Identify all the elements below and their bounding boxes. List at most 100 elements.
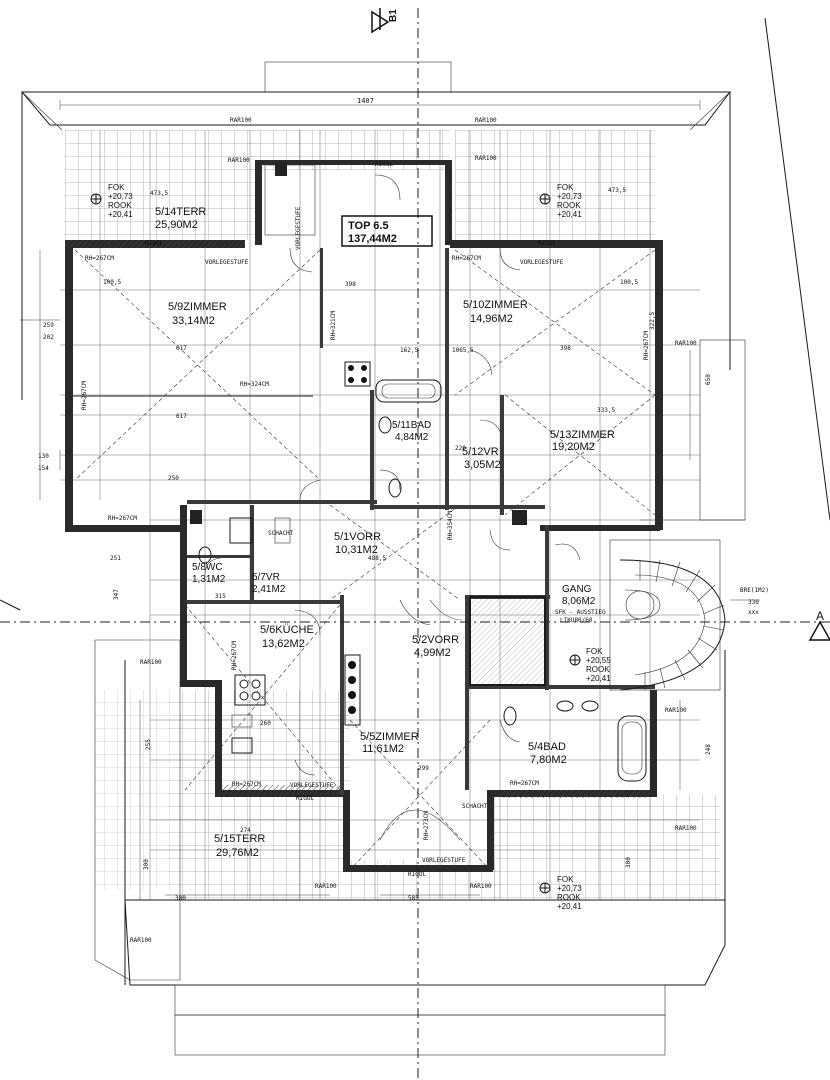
dimension-label: 220 [455, 445, 466, 452]
room-height-label: RH=273CM [423, 811, 430, 840]
rar-label: RAR100 [675, 825, 697, 832]
room-height-label: RH=321CM [330, 311, 337, 340]
rar-label: RAR100 [665, 707, 687, 714]
dimension-label: 650 [705, 374, 712, 385]
room-height-label: RH=267CM [452, 255, 481, 262]
doors [204, 247, 581, 841]
dimension-label: 473,5 [150, 190, 168, 197]
room-area: 13,62M2 [262, 638, 305, 650]
dimension-label: 398 [560, 345, 571, 352]
room-area: 11,61M2 [362, 743, 404, 755]
level-fok-value: +20,55 [586, 656, 611, 665]
room-area: 3,05M2 [464, 459, 501, 471]
dimension-lines [20, 100, 760, 900]
gang-sub-1: SFK - AUSSTIEG [555, 609, 606, 616]
dimension-label: 585 [408, 895, 419, 902]
room-name: 5/15TERR [214, 833, 265, 845]
level-fok-value: +20,73 [557, 884, 582, 893]
section-marker-right: A [816, 609, 824, 623]
schacht-label: SCHACHT [462, 803, 488, 810]
dimension-label: 347 [113, 589, 120, 600]
dimension-label: 251 [110, 555, 121, 562]
rigol-label: RIGOL [145, 240, 163, 247]
top-vestibule [264, 162, 401, 236]
level-rook-value: +20,41 [108, 210, 133, 219]
level-rook-value: +20,41 [557, 210, 582, 219]
vorlegestufe-label: VORLEGESTUFE [205, 259, 249, 266]
rar-label: RAR100 [475, 155, 497, 162]
dimension-label: 260 [260, 720, 271, 727]
level-fok-value: +20,73 [557, 192, 582, 201]
room-name: 5/11BAD [392, 420, 431, 431]
room-name: 5/6KÜCHE [260, 624, 314, 636]
room-height-label: RH=354CM [447, 511, 454, 540]
room-name: 5/4BAD [528, 741, 566, 753]
room-area: 14,96M2 [470, 313, 513, 325]
room-name: 5/13ZIMMER [550, 429, 615, 441]
room-area: 7,80M2 [530, 754, 567, 766]
room-name: 5/5ZIMMER [360, 731, 419, 743]
rigol-label: RIGOL [375, 161, 393, 168]
level-rook: ROOK [557, 201, 581, 210]
dimension-label: 162,5 [400, 347, 418, 354]
rar-label: RAR100 [230, 117, 252, 124]
dimension-label: 259 [43, 322, 54, 329]
construction-grid [60, 130, 700, 900]
xxx-label: xxx [748, 609, 759, 616]
dimension-label: 299 [418, 765, 429, 772]
room-height-label: RH=267CM [510, 780, 539, 787]
room-height-label: RH=267CM [85, 255, 114, 262]
section-lines [0, 8, 830, 1080]
level-fok: FOK [557, 875, 574, 884]
level-rook: ROOK [108, 201, 132, 210]
dimension-label: 380 [175, 895, 186, 902]
room-name: 5/14TERR [155, 206, 206, 218]
room-labels: 5/14TERR 25,90M2 5/9ZIMMER 33,14M2 5/10Z… [155, 206, 615, 859]
dimension-label: 617 [176, 345, 187, 352]
bre-label: BRE(1M2) [740, 587, 769, 594]
hatched-walls [65, 240, 650, 798]
room-area: 8,06M2 [562, 596, 596, 607]
annotation-labels: RAR100 RAR100 RAR100 RAR100 RAR100 RAR10… [38, 117, 769, 944]
room-name: 5/9ZIMMER [168, 301, 227, 313]
dimension-label: 248 [705, 744, 712, 755]
dimension-label: 398 [345, 281, 356, 288]
room-height-label: RH=324CM [240, 381, 269, 388]
room-area: 29,76M2 [216, 847, 259, 859]
dimension-label: 300 [143, 859, 150, 870]
roof-outline-top [20, 61, 732, 400]
room-name: 5/8WC [192, 562, 223, 573]
vorlegestufe-label: VORLEGESTUFE [295, 206, 302, 250]
top-unit-area: 137,44M2 [348, 233, 397, 245]
dimension-label: 154 [38, 465, 49, 472]
dimension-label: 1065,5 [452, 347, 474, 354]
dimension-label: 617 [176, 413, 187, 420]
dimension-label: 202 [43, 334, 54, 341]
level-fok: FOK [586, 647, 603, 656]
sanitary-fixtures [190, 361, 647, 782]
level-fok: FOK [557, 183, 574, 192]
top-unit-box [341, 215, 433, 247]
spiral-stair [609, 539, 726, 691]
schacht-label: SCHACHT [268, 530, 294, 537]
dimension-label: 322,5 [649, 312, 656, 330]
level-texts: FOK +20,73 ROOK +20,41 FOK +20,73 ROOK +… [108, 183, 611, 911]
room-name: 5/1VORR [334, 531, 381, 543]
rigol-label: RIGOL [538, 240, 556, 247]
vorlegestufe-label: VORLEGESTUFE [290, 782, 334, 789]
rar-label: RAR100 [315, 883, 337, 890]
overall-dimension: 1407 [357, 97, 374, 105]
room-diagonals [74, 249, 656, 871]
level-markers [90, 193, 581, 894]
rar-label: RAR100 [675, 340, 697, 347]
section-marker-top: B1 [388, 9, 399, 22]
room-area: 25,90M2 [155, 219, 198, 231]
level-rook: ROOK [557, 893, 581, 902]
rigol-label: RIGOL [408, 871, 426, 878]
room-name: 5/10ZIMMER [463, 299, 528, 311]
rar-label: RAR100 [470, 883, 492, 890]
roof-outline-right [640, 17, 830, 521]
dimension-label: 333,5 [597, 407, 615, 414]
rar-label: RAR100 [140, 659, 162, 666]
room-name: 5/12VR [462, 446, 499, 458]
